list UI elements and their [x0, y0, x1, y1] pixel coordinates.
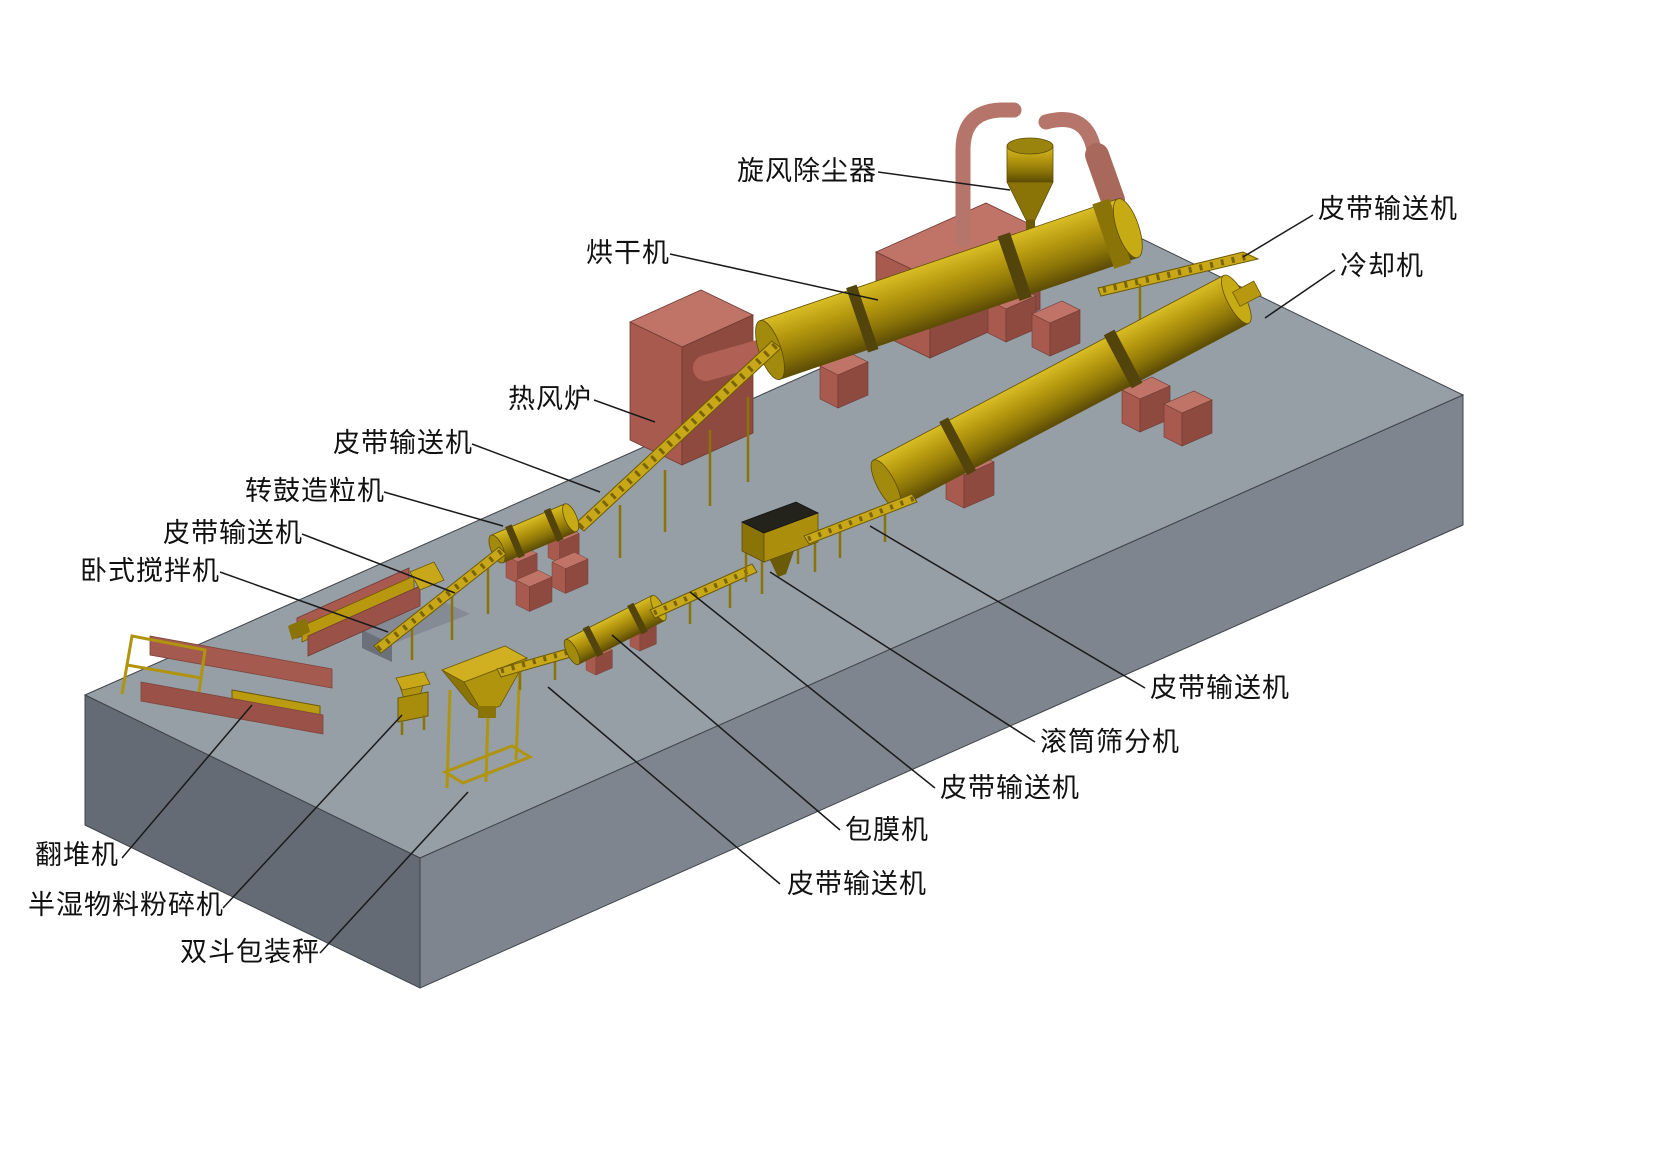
scale-base-frame — [441, 744, 534, 785]
screen-top-cover — [740, 501, 820, 534]
screen-discharge-hopper — [770, 551, 794, 577]
leader-cyclone — [877, 171, 1011, 191]
horizontal-mixer-machine — [288, 561, 445, 657]
semi-wet-material-crusher-machine — [395, 671, 431, 735]
label-horizontal-mixer: 卧式搅拌机 — [80, 556, 220, 586]
leader-belt-right — [869, 525, 1146, 689]
labels: 旋风除尘器 烘干机 皮带输送机 冷却机 热风炉 皮带输送机 转鼓造粒机 皮带输送… — [28, 156, 1458, 967]
scale-leg — [484, 711, 490, 783]
belt-conveyor-middle-machine — [649, 563, 758, 624]
label-belt-conveyor-right: 皮带输送机 — [1150, 673, 1290, 703]
label-cyclone-dust-collector: 旋风除尘器 — [737, 156, 877, 186]
turner-gantry — [120, 634, 207, 707]
scale-hopper-rim — [441, 645, 528, 683]
belt-conveyor-upper-left-machine — [574, 340, 782, 558]
platform-right-face — [419, 394, 1464, 989]
label-belt-conveyor-middle: 皮带输送机 — [940, 773, 1080, 803]
label-belt-conveyor-upper-left: 皮带输送机 — [333, 428, 473, 458]
leader-belt-top-right — [1242, 214, 1314, 258]
crusher-body — [397, 691, 429, 723]
label-cooler: 冷却机 — [1340, 251, 1424, 281]
mixer-front-wall — [307, 585, 421, 657]
cyclone-discharge — [1026, 220, 1035, 234]
scale-neck — [478, 706, 496, 718]
leader-crusher — [222, 714, 403, 909]
conveyor-treads — [577, 342, 779, 530]
cooler-machine — [870, 274, 1262, 509]
compost-turner-machine — [120, 634, 333, 735]
leader-belt-middle — [689, 591, 936, 789]
leader-scale — [319, 791, 469, 954]
leader-dryer — [669, 253, 879, 301]
turner-front-wall — [140, 681, 324, 735]
drum-screening-machine-body — [740, 501, 820, 594]
leader-belt-left — [301, 533, 456, 594]
cyclone-inlet-pipe — [955, 102, 1022, 248]
belt-conveyor-top-right-machine — [1097, 251, 1260, 320]
label-dryer: 烘干机 — [586, 238, 670, 268]
label-coating-machine: 包膜机 — [845, 815, 929, 845]
cyclone-top — [1006, 137, 1054, 155]
furnace-duct — [693, 339, 775, 381]
cyclone-down-duct — [1085, 143, 1125, 212]
leader-belt-upper-left — [471, 443, 601, 493]
coating-ring — [627, 602, 648, 635]
coating-drum-end — [563, 638, 581, 666]
granulator-ring — [505, 524, 525, 559]
conveyor-treads — [807, 495, 916, 542]
conveyor-treads — [652, 565, 757, 616]
mixer-motor — [288, 618, 310, 640]
leader-screening — [769, 571, 1036, 743]
dryer-drum-end — [1113, 198, 1143, 259]
label-drum-screening-machine: 滚筒筛分机 — [1040, 727, 1180, 757]
label-semi-wet-material-crusher: 半湿物料粉碎机 — [28, 890, 224, 920]
belt-conveyor-right-machine — [803, 493, 918, 558]
conveyor-belt — [1097, 251, 1260, 297]
cyclone-outlet-pipe — [1038, 112, 1105, 168]
leader-lines — [121, 171, 1336, 954]
dryer-collar — [1092, 198, 1132, 269]
cooler-outlet-stub — [1232, 280, 1262, 307]
label-double-bucket-packing-scale: 双斗包装秤 — [180, 937, 320, 967]
mixer-discharge — [409, 561, 445, 591]
cooler-riding-ring — [939, 417, 977, 476]
coating-ring — [582, 625, 604, 658]
leader-granulator — [383, 491, 504, 527]
label-belt-conveyor-bottom: 皮带输送机 — [787, 869, 927, 899]
crusher-hopper-rim — [395, 671, 431, 691]
leader-mixer — [219, 571, 389, 633]
leader-coating — [611, 634, 841, 831]
cooler-riding-ring — [1103, 329, 1143, 389]
dryer-riding-ring — [846, 284, 879, 353]
hot-air-furnace-machine — [629, 289, 775, 466]
label-belt-conveyor-left: 皮带输送机 — [163, 518, 303, 548]
granulator-ring — [543, 507, 564, 542]
leader-belt-bottom — [547, 686, 781, 885]
belt-conveyor-left-machine — [373, 546, 507, 660]
dryer-riding-ring — [997, 232, 1032, 301]
conveyor-treads — [500, 647, 577, 674]
granulator-drum-end — [562, 503, 580, 533]
leader-cooler — [1264, 269, 1336, 319]
label-compost-turner: 翻堆机 — [35, 840, 119, 870]
label-belt-conveyor-top-right: 皮带输送机 — [1318, 194, 1458, 224]
label-rotary-drum-granulator: 转鼓造粒机 — [245, 476, 385, 506]
conveyor-treads — [376, 547, 505, 652]
leader-furnace — [593, 399, 656, 423]
label-hot-air-furnace: 热风炉 — [508, 384, 592, 414]
leader-turner — [121, 704, 253, 859]
cyclone-dust-collector-machine — [955, 102, 1125, 248]
